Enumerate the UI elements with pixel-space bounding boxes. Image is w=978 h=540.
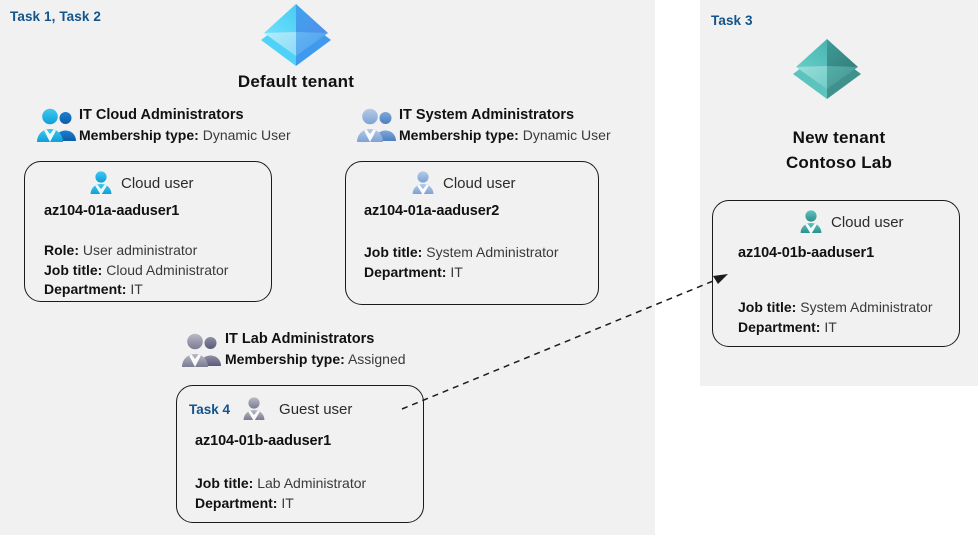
attr-value: IT <box>824 318 837 335</box>
default-tenant-title: Default tenant <box>237 72 355 91</box>
attr-department: Department: IT <box>738 318 933 338</box>
attr-department: Department: IT <box>44 280 228 300</box>
user-card-aaduser1b-guest[interactable]: Task 4 Guest user az104-01b-aaduser1 Job… <box>176 385 424 523</box>
group-users-icon-lab-admins <box>181 333 223 369</box>
group-meta-value: Dynamic User <box>522 127 611 143</box>
user-attributes: Role: User administrator Job title: Clou… <box>44 241 228 300</box>
attr-value: Cloud Administrator <box>106 261 229 278</box>
user-attributes: Job title: System Administrator Departme… <box>364 243 559 282</box>
user-account-name: az104-01a-aaduser1 <box>44 203 180 219</box>
default-tenant-panel <box>0 0 655 535</box>
card-head: Cloud user <box>88 170 194 196</box>
attr-value: System Administrator <box>800 299 933 315</box>
group-heading-lab-admins: IT Lab Administrators Membership type: A… <box>225 330 406 370</box>
new-tenant-title: New tenant Contoso Lab <box>709 125 969 175</box>
attr-label: Job title: <box>44 261 103 278</box>
cloud-user-icon <box>410 170 436 196</box>
attr-value: Lab Administrator <box>257 475 367 491</box>
group-meta-label: Membership type: <box>225 351 345 367</box>
group-users-icon-system-admins <box>356 108 398 144</box>
attr-label: Department: <box>44 281 127 297</box>
user-attributes: Job title: System Administrator Departme… <box>738 298 933 337</box>
attr-value: IT <box>281 494 294 511</box>
attr-value: User administrator <box>82 242 198 258</box>
attr-job-title: Job title: Cloud Administrator <box>44 261 228 281</box>
user-attributes: Job title: Lab Administrator Department:… <box>195 474 366 513</box>
attr-label: Job title: <box>195 475 254 491</box>
attr-label: Department: <box>738 318 821 335</box>
group-name-system-admins: IT System Administrators <box>399 107 575 123</box>
attr-label: Role: <box>44 242 79 258</box>
group-heading-cloud-admins: IT Cloud Administrators Membership type:… <box>79 106 291 146</box>
group-name-cloud-admins: IT Cloud Administrators <box>79 107 244 123</box>
card-head: Cloud user <box>410 170 516 196</box>
user-account-name: az104-01b-aaduser1 <box>195 433 332 449</box>
cloud-user-icon <box>88 170 114 196</box>
azure-tenant-icon-default <box>257 2 335 68</box>
group-meta-system-admins: Membership type: Dynamic User <box>399 125 611 146</box>
attr-value: IT <box>130 281 143 297</box>
user-card-aaduser1b-cloud[interactable]: Cloud user az104-01b-aaduser1 Job title:… <box>712 200 960 347</box>
attr-label: Job title: <box>738 299 797 315</box>
user-card-aaduser1-cloud[interactable]: Cloud user az104-01a-aaduser1 Role: User… <box>24 161 272 302</box>
attr-value: System Administrator <box>426 244 559 260</box>
group-meta-value: Dynamic User <box>202 127 291 143</box>
group-meta-lab-admins: Membership type: Assigned <box>225 349 406 370</box>
azure-tenant-icon-new <box>790 37 864 101</box>
group-users-icon-cloud-admins <box>36 108 78 144</box>
card-head: Task 4 Guest user <box>189 396 352 422</box>
attr-department: Department: IT <box>195 494 366 514</box>
attr-label: Department: <box>195 494 278 511</box>
task-label-4: Task 4 <box>189 401 231 417</box>
group-meta-label: Membership type: <box>399 127 519 143</box>
group-name-lab-admins: IT Lab Administrators <box>225 331 375 347</box>
cloud-user-icon <box>798 209 824 235</box>
attr-job-title: Job title: System Administrator <box>364 243 559 263</box>
attr-label: Department: <box>364 263 447 280</box>
user-account-name: az104-01b-aaduser1 <box>738 245 875 261</box>
card-head: Cloud user <box>798 209 904 235</box>
guest-user-icon <box>241 396 267 422</box>
new-tenant-title-line2: Contoso Lab <box>785 153 893 172</box>
attr-department: Department: IT <box>364 263 559 283</box>
attr-job-title: Job title: Lab Administrator <box>195 474 366 494</box>
attr-role: Role: User administrator <box>44 241 228 261</box>
user-account-name: az104-01a-aaduser2 <box>364 203 500 219</box>
attr-value: IT <box>450 263 463 280</box>
user-card-aaduser2-cloud[interactable]: Cloud user az104-01a-aaduser2 Job title:… <box>345 161 599 305</box>
task-label-3: Task 3 <box>711 13 753 28</box>
new-tenant-title-line1: New tenant <box>792 128 886 147</box>
task-label-1-2: Task 1, Task 2 <box>10 9 101 24</box>
group-meta-label: Membership type: <box>79 127 199 143</box>
user-type-label: Cloud user <box>121 174 194 192</box>
user-type-label: Guest user <box>279 400 353 418</box>
user-type-label: Cloud user <box>443 174 516 192</box>
group-meta-value: Assigned <box>347 351 406 367</box>
group-meta-cloud-admins: Membership type: Dynamic User <box>79 125 291 146</box>
attr-label: Job title: <box>364 244 423 260</box>
group-heading-system-admins: IT System Administrators Membership type… <box>399 106 611 146</box>
attr-job-title: Job title: System Administrator <box>738 298 933 318</box>
user-type-label: Cloud user <box>831 213 904 231</box>
